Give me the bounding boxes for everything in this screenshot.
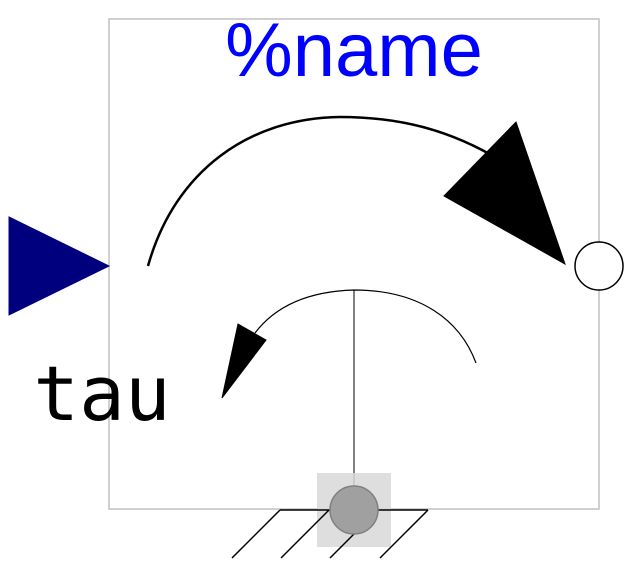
input-label: tau bbox=[33, 349, 170, 438]
reaction-arrow-curve bbox=[254, 289, 477, 364]
support-flange-icon[interactable] bbox=[329, 485, 379, 535]
input-connector-icon[interactable] bbox=[8, 216, 111, 316]
ground-hatch-line bbox=[379, 509, 429, 559]
torque-arrow-curve bbox=[146, 115, 501, 267]
torque-arrow-head-icon bbox=[443, 121, 566, 266]
output-flange-icon[interactable] bbox=[574, 241, 624, 291]
ground-hatch-line bbox=[231, 509, 281, 559]
ground-hatch-line bbox=[280, 509, 330, 559]
component-name-label: %name bbox=[225, 8, 483, 93]
reaction-arrow-head-icon bbox=[221, 323, 267, 399]
